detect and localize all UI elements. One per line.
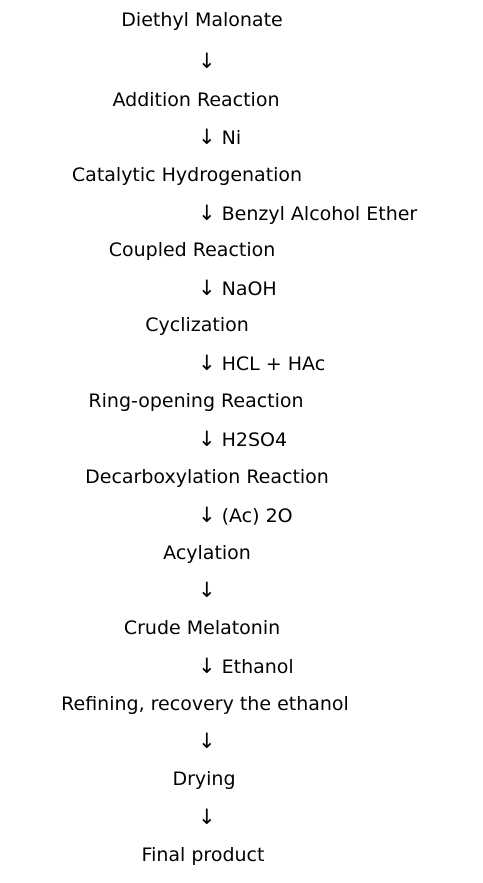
step-refining-recovery: Refining, recovery the ethanol (61, 693, 349, 715)
arrow-down-icon: ↓ (198, 729, 216, 753)
step-acylation: Acylation (163, 542, 251, 564)
arrow-5: ↓HCL + HAc (198, 351, 325, 375)
arrow-down-icon: ↓ (198, 276, 216, 300)
arrow-8: ↓ (198, 578, 222, 602)
step-ring-opening-reaction: Ring-opening Reaction (88, 390, 304, 412)
reagent-label: Benzyl Alcohol Ether (221, 203, 418, 225)
arrow-7: ↓(Ac) 2O (198, 503, 293, 527)
step-catalytic-hydrogenation: Catalytic Hydrogenation (71, 164, 303, 186)
arrow-1: ↓ (198, 49, 222, 73)
reagent-label: NaOH (221, 278, 277, 300)
arrow-down-icon: ↓ (198, 201, 216, 225)
reagent-label: HCL + HAc (221, 353, 326, 375)
step-final-product: Final product (141, 844, 265, 866)
step-coupled-reaction: Coupled Reaction (108, 239, 276, 261)
step-addition-reaction: Addition Reaction (112, 89, 280, 111)
arrow-6: ↓H2SO4 (198, 427, 287, 451)
arrow-2: ↓Ni (198, 125, 241, 149)
step-crude-melatonin: Crude Melatonin (123, 617, 281, 639)
step-decarboxylation-reaction: Decarboxylation Reaction (85, 466, 329, 488)
arrow-down-icon: ↓ (198, 578, 216, 602)
arrow-down-icon: ↓ (198, 805, 216, 829)
arrow-9: ↓Ethanol (198, 654, 294, 678)
step-cyclization: Cyclization (145, 314, 249, 336)
reagent-label: H2SO4 (221, 429, 288, 451)
reagent-label: Ni (221, 127, 242, 149)
arrow-down-icon: ↓ (198, 503, 216, 527)
arrow-down-icon: ↓ (198, 351, 216, 375)
step-diethyl-malonate: Diethyl Malonate (121, 9, 283, 31)
arrow-down-icon: ↓ (198, 49, 216, 73)
arrow-down-icon: ↓ (198, 427, 216, 451)
reagent-label: Ethanol (221, 656, 294, 678)
arrow-10: ↓ (198, 729, 222, 753)
arrow-down-icon: ↓ (198, 125, 216, 149)
arrow-11: ↓ (198, 805, 222, 829)
arrow-3: ↓Benzyl Alcohol Ether (198, 201, 417, 225)
arrow-4: ↓NaOH (198, 276, 277, 300)
arrow-down-icon: ↓ (198, 654, 216, 678)
step-drying: Drying (172, 768, 236, 790)
reagent-label: (Ac) 2O (221, 505, 293, 527)
